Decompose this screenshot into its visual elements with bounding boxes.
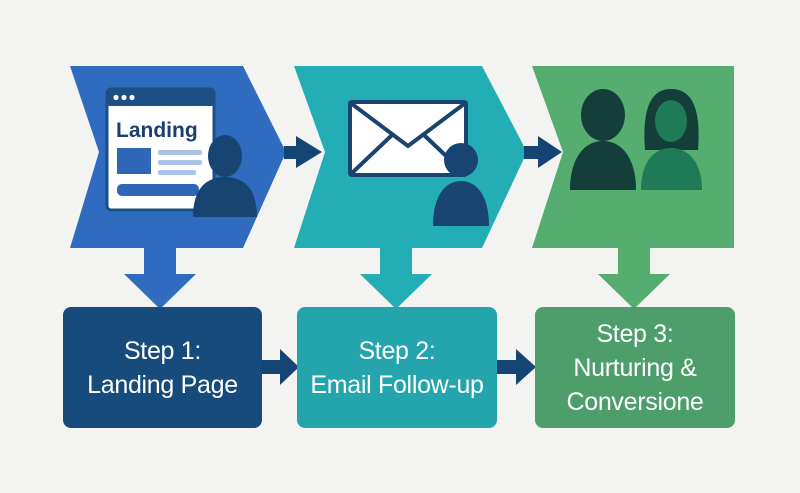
person-icon [193,135,257,217]
step3-chevron [532,66,734,248]
arrow-right-icon [524,136,562,168]
step-2-subtitle: Email Follow-up [310,370,484,399]
step-3-subtitle-line1: Nurturing & [573,353,697,382]
step-3-subtitle-line2: Conversione [566,387,704,416]
person-icon [433,143,489,226]
arrow-down-icon [360,246,432,309]
landing-icon-label: Landing [116,119,198,142]
step-1-box: Step 1: Landing Page [63,307,262,428]
envelope-icon [348,100,468,177]
arrow-down-icon [124,246,196,309]
step-2-box: Step 2: Email Follow-up [297,307,497,428]
people-icon [570,89,702,190]
arrow-right-icon [284,136,322,168]
person-icon [641,89,702,190]
arrow-right-icon [497,349,536,385]
step-3-title: Step 3: [596,319,674,348]
arrow-right-icon [262,349,299,385]
step-2-title: Step 2: [358,336,436,365]
step-1-subtitle: Landing Page [87,370,238,399]
step-3-box: Step 3: Nurturing & Conversione [535,307,735,428]
person-icon [570,89,636,190]
step-1-title: Step 1: [123,336,202,365]
arrow-down-icon [598,246,670,309]
landing-page-icon: Landing [105,87,216,212]
